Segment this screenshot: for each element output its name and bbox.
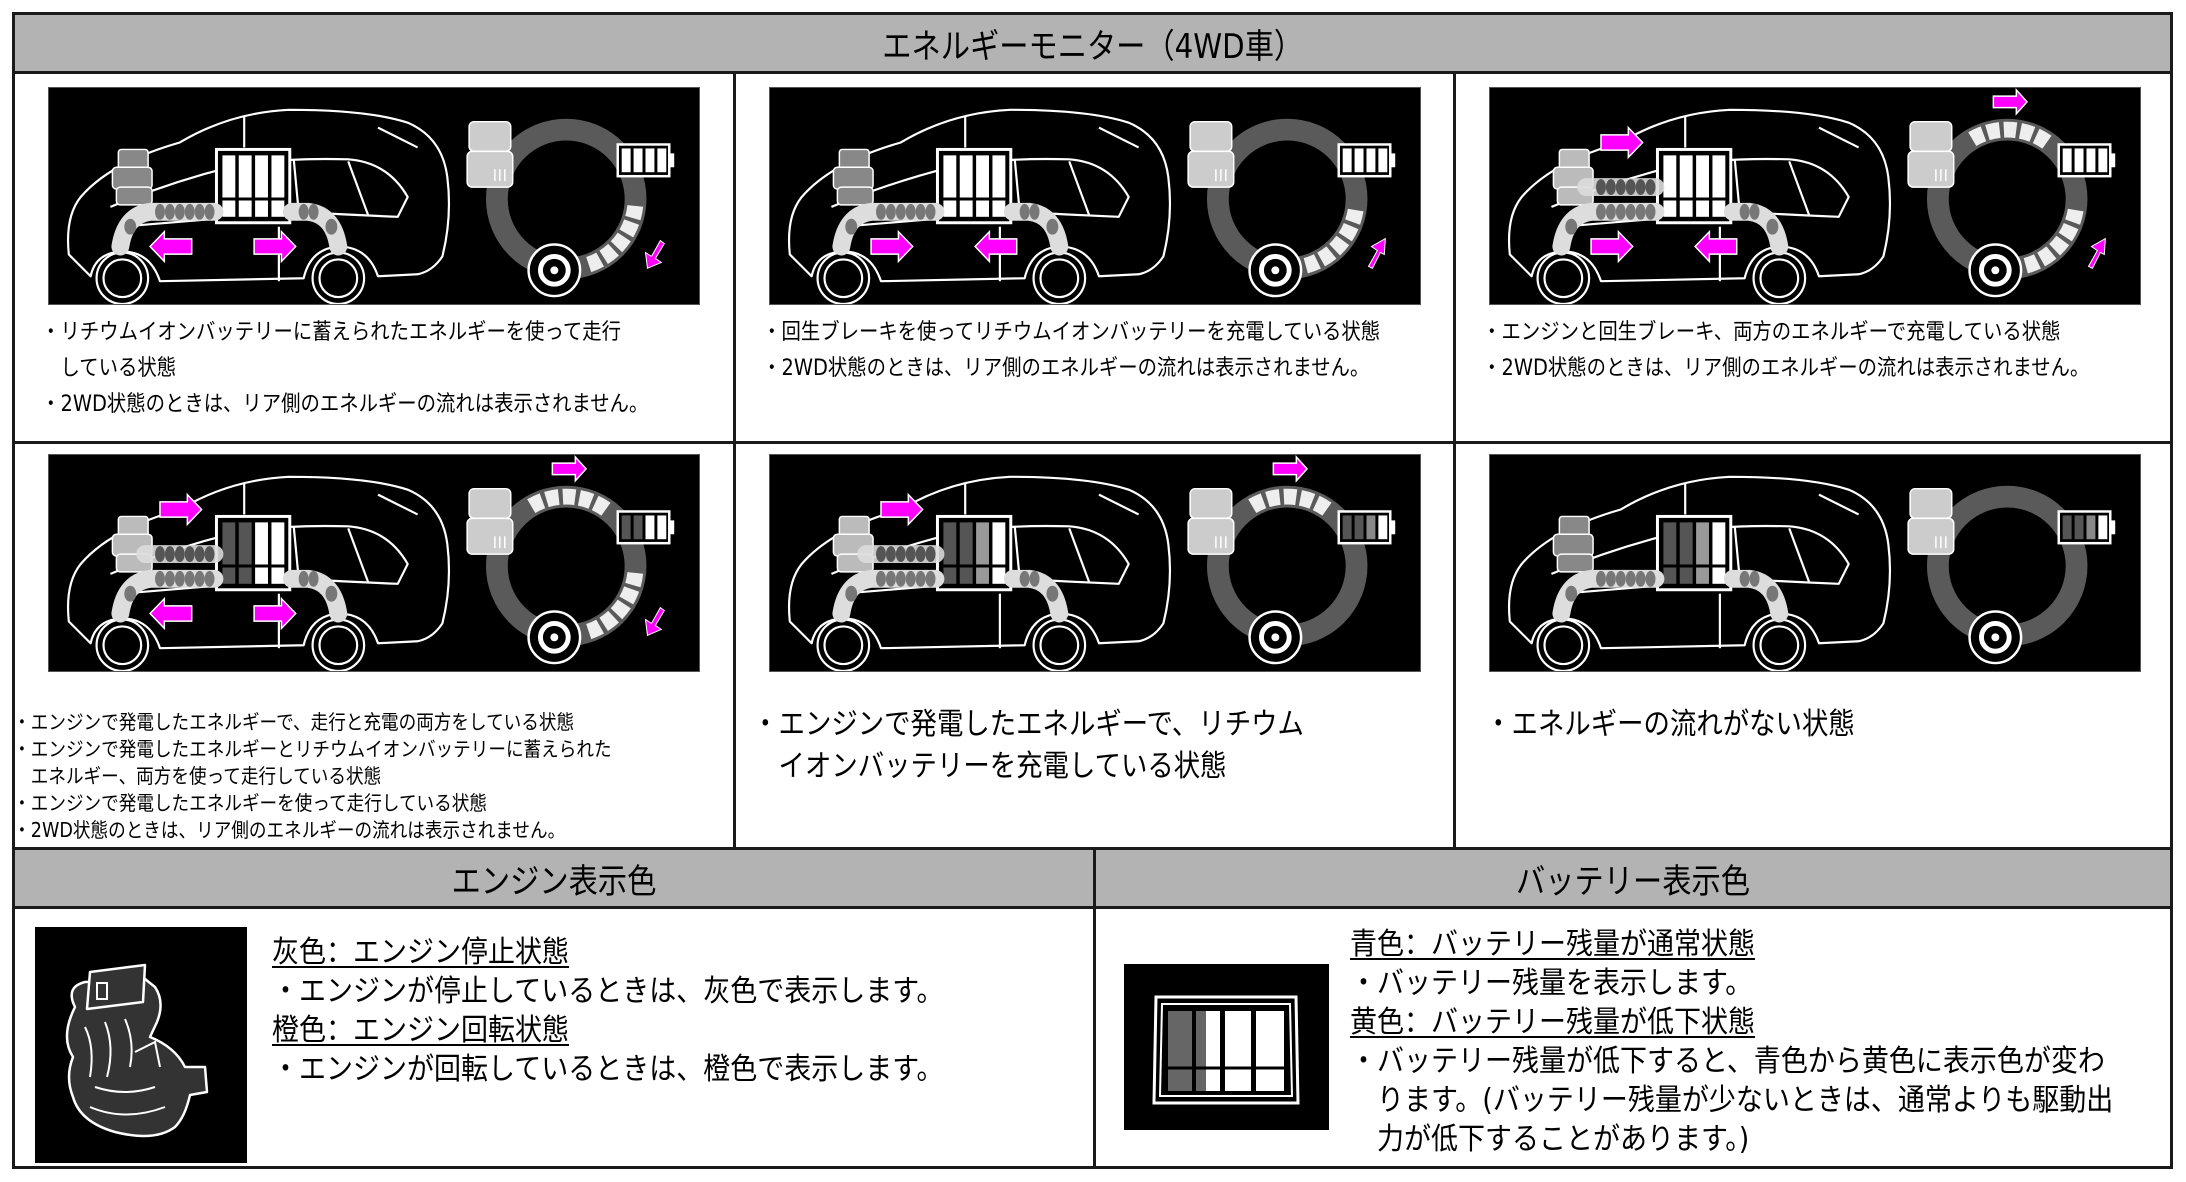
energy-flow-illustration	[1489, 454, 2141, 672]
bullet-text: ・2WD状態のときは、リア側のエネルギーの流れは表示されません。	[762, 356, 1370, 381]
panel-cell-2: ・回生ブレーキを使ってリチウムイオンバッテリーを充電している状態 ・2WD状態の…	[736, 77, 1453, 441]
panel-description: ・エネルギーの流れがない状態	[1485, 704, 1903, 746]
panel-cell-4: ・エンジンで発電したエネルギーで、走行と充電の両方をしている状態 ・エンジンで発…	[13, 444, 733, 850]
panel-cell-5: ・エンジンで発電したエネルギーで、リチウム イオンバッテリーを充電している状態	[736, 444, 1453, 850]
bullet-text: ・リチウムイオンバッテリーに蓄えられたエネルギーを使って走行	[41, 320, 621, 345]
bullet-text: ・2WD状態のときは、リア側のエネルギーの流れは表示されません。	[13, 818, 566, 842]
engine-icon-box	[35, 927, 247, 1163]
bullet-text: ・エンジンで発電したエネルギーとリチウムイオンバッテリーに蓄えられた	[13, 737, 612, 761]
panel-description: ・リチウムイオンバッテリーに蓄えられたエネルギーを使って走行 している状態 ・2…	[41, 315, 729, 423]
bullet-text: ・2WD状態のときは、リア側のエネルギーの流れは表示されません。	[41, 392, 649, 417]
divider	[15, 441, 2170, 444]
legend-item-orange-desc: ・エンジンが回転しているときは、橙色で表示します。	[272, 1052, 944, 1087]
page-title-text: エネルギーモニター（4WD車）	[882, 26, 1303, 67]
energy-flow-illustration	[1489, 87, 2141, 305]
energy-flow-graphic	[66, 108, 675, 304]
divider	[1453, 74, 1456, 850]
energy-flow-graphic	[787, 108, 1396, 304]
panel-description: ・エンジンで発電したエネルギーで、リチウム イオンバッテリーを充電している状態	[752, 704, 1377, 788]
bullet-text: ・2WD状態のときは、リア側のエネルギーの流れは表示されません。	[1482, 356, 2090, 381]
panel-description: ・エンジンと回生ブレーキ、両方のエネルギーで充電している状態 ・2WD状態のとき…	[1482, 315, 2170, 387]
battery-icon-box	[1124, 964, 1329, 1130]
energy-flow-graphic	[66, 455, 675, 671]
bullet-text: ・エンジンと回生ブレーキ、両方のエネルギーで充電している状態	[1482, 320, 2061, 345]
panel-cell-3: ・エンジンと回生ブレーキ、両方のエネルギーで充電している状態 ・2WD状態のとき…	[1456, 77, 2170, 441]
bullet-text: ・エネルギーの流れがない状態	[1485, 707, 1855, 742]
divider	[1093, 850, 1096, 1166]
panel-cell-1: ・リチウムイオンバッテリーに蓄えられたエネルギーを使って走行 している状態 ・2…	[15, 77, 733, 441]
panel-description: ・回生ブレーキを使ってリチウムイオンバッテリーを充電している状態 ・2WD状態の…	[762, 315, 1462, 387]
battery-color-legend: 青色：バッテリー残量が通常状態 ・バッテリー残量を表示します。 黄色：バッテリー…	[1350, 925, 2160, 1159]
divider	[15, 847, 2170, 850]
legend-item-blue-desc: ・バッテリー残量を表示します。	[1350, 966, 1753, 1001]
bullet-text: イオンバッテリーを充電している状態	[752, 749, 1227, 784]
battery-color-header: バッテリー表示色	[1096, 850, 2170, 909]
energy-flow-graphic	[1507, 88, 2116, 304]
bullet-text: ・回生ブレーキを使ってリチウムイオンバッテリーを充電している状態	[762, 320, 1381, 345]
engine-color-header-text: エンジン表示色	[451, 861, 657, 902]
battery-color-header-text: バッテリー表示色	[1516, 861, 1750, 902]
energy-monitor-table: エネルギーモニター（4WD車） ・リチウムイオン	[12, 12, 2173, 1169]
energy-flow-graphic	[1507, 475, 2116, 671]
legend-item-orange-title: 橙色：エンジン回転状態	[272, 1013, 569, 1048]
legend-item-yellow-title: 黄色：バッテリー残量が低下状態	[1350, 1005, 1755, 1040]
panel-description: ・エンジンで発電したエネルギーで、走行と充電の両方をしている状態 ・エンジンで発…	[13, 709, 691, 844]
energy-flow-illustration	[48, 454, 700, 672]
energy-flow-illustration	[769, 454, 1421, 672]
bullet-text: している状態	[41, 356, 177, 381]
engine-icon	[65, 963, 209, 1138]
divider	[733, 74, 736, 850]
energy-flow-illustration	[48, 87, 700, 305]
engine-color-legend: 灰色：エンジン停止状態 ・エンジンが停止しているときは、灰色で表示します。 橙色…	[272, 933, 1018, 1089]
engine-color-header: エンジン表示色	[15, 850, 1093, 909]
bullet-text: エネルギー、両方を使って走行している状態	[13, 764, 382, 788]
battery-icon	[1152, 995, 1300, 1105]
legend-item-blue-title: 青色：バッテリー残量が通常状態	[1350, 927, 1755, 962]
legend-item-gray-title: 灰色：エンジン停止状態	[272, 935, 569, 970]
panel-cell-6: ・エネルギーの流れがない状態	[1456, 444, 2170, 850]
page-title: エネルギーモニター（4WD車）	[15, 15, 2170, 74]
legend-item-yellow-desc: ・バッテリー残量が低下すると、青色から黄色に表示色が変わります。(バッテリー残量…	[1350, 1044, 2114, 1157]
bullet-text: ・エンジンで発電したエネルギーで、リチウム	[752, 707, 1304, 742]
bullet-text: ・エンジンで発電したエネルギーで、走行と充電の両方をしている状態	[13, 710, 575, 734]
energy-flow-illustration	[769, 87, 1421, 305]
bullet-text: ・エンジンで発電したエネルギーを使って走行している状態	[13, 791, 487, 815]
legend-item-gray-desc: ・エンジンが停止しているときは、灰色で表示します。	[272, 974, 944, 1009]
energy-flow-graphic	[787, 455, 1396, 671]
